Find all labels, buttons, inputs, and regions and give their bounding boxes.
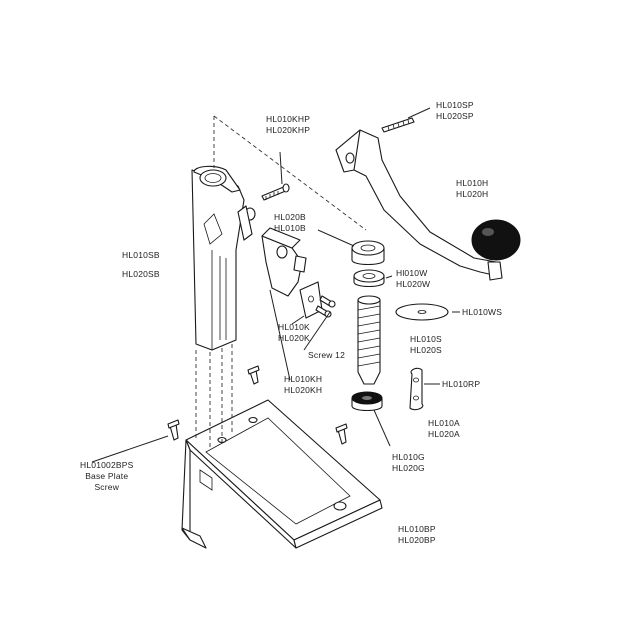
shaft bbox=[357, 295, 381, 385]
wing-spacer bbox=[395, 303, 449, 321]
label-screw-12: Screw 12 bbox=[308, 350, 346, 360]
gear bbox=[351, 391, 383, 412]
knife-holder bbox=[261, 227, 307, 297]
base-plate-screws bbox=[167, 365, 348, 445]
alignment-lines bbox=[195, 115, 367, 448]
retainer-plate bbox=[409, 367, 424, 411]
knob-hinge-pin bbox=[261, 183, 290, 201]
label-retainer-plate: HL010RP bbox=[442, 379, 481, 389]
leader-lines bbox=[91, 107, 460, 463]
handle bbox=[335, 129, 521, 281]
label-wing-spacer: HL010WS bbox=[462, 307, 503, 317]
washer bbox=[353, 269, 385, 288]
base-plate bbox=[181, 399, 383, 549]
stand-bar bbox=[191, 165, 256, 351]
bushing bbox=[351, 240, 385, 266]
spring-pin bbox=[381, 117, 415, 133]
knife bbox=[299, 281, 323, 319]
screw-12 bbox=[315, 295, 336, 318]
